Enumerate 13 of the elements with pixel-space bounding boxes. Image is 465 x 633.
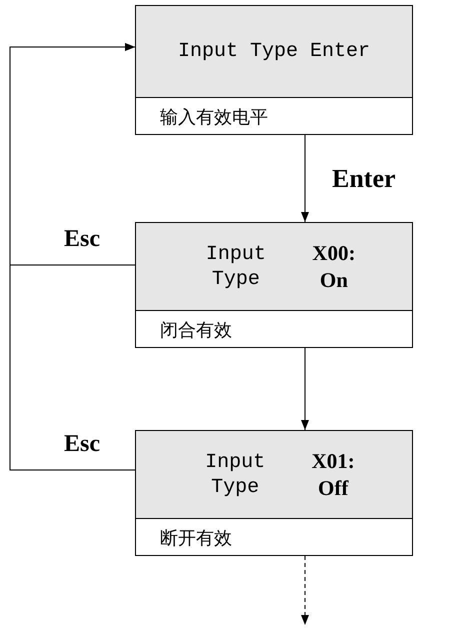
menu-title: Input Type Enter (136, 6, 412, 98)
menu-title: Input Type X01: Off (136, 431, 412, 519)
arrow (301, 556, 309, 626)
menu-description: 闭合有效 (159, 319, 233, 343)
menu-title: Input Type X00: On (136, 223, 412, 311)
arrow (301, 348, 309, 430)
arrow (10, 43, 136, 470)
menu-description: 输入有效电平 (159, 106, 269, 130)
arrow (301, 134, 309, 222)
menu-box (135, 5, 413, 135)
menu-box (135, 222, 413, 348)
menu-box (135, 430, 413, 556)
menu-description: 断开有效 (159, 527, 233, 551)
